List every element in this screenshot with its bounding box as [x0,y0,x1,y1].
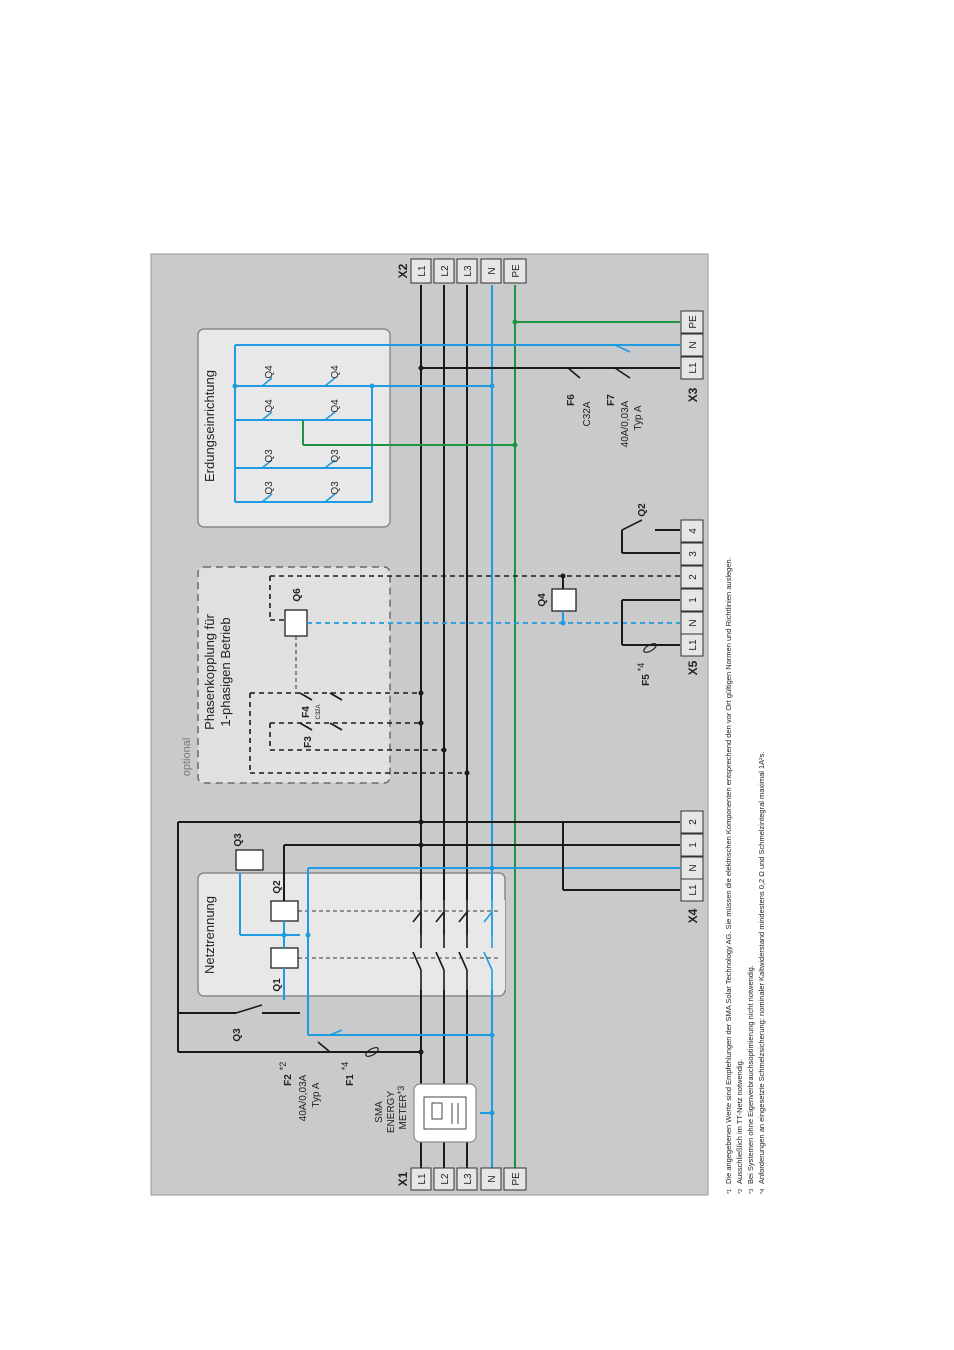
erdung-q4-b: Q4 [330,365,341,379]
x2-pin-3: L3 [463,265,474,277]
x5-pin-4: 2 [688,574,699,580]
x4-label: X4 [686,908,700,923]
f2-note: *2 [278,1062,288,1071]
x1-pin-2: L2 [440,1173,451,1185]
f7-label: F7 [606,394,617,406]
f6-rating: C32A [582,401,593,426]
optional-label: optional [181,738,193,777]
terminal-x2 [410,258,527,284]
footnote-2: Ausschließlich im TT-Netz notwendig. [735,1059,744,1184]
f2-type: Typ A [311,1082,322,1107]
x1-label: X1 [396,1171,410,1186]
meter-energy: ENERGY [386,1091,397,1134]
footnote-2-mark: *2 [738,1189,744,1194]
meter-meter: METER [398,1095,409,1130]
x2-pin-5: PE [511,264,522,278]
terminal-x5 [680,519,704,657]
x3-pin-3: PE [688,315,699,329]
erdung-contacts [234,345,515,503]
x2-pin-4: N [487,267,498,274]
x3-pin-1: L1 [688,362,699,374]
q3-coil [235,849,264,871]
erdung-q3-a: Q3 [264,449,275,463]
f4-label: F4 [301,706,312,718]
erdung-q3-c: Q3 [264,481,275,495]
x1-pin-5: PE [511,1172,522,1186]
q4-coil [551,588,577,612]
meter-note: *3 [396,1086,406,1095]
q2-contact-label: Q2 [637,503,648,517]
q2-label: Q2 [272,880,283,894]
terminal-x3 [680,310,704,380]
x5-pin-1: L1 [688,639,699,651]
x1-pin-4: N [487,1175,498,1182]
x2-pin-1: L1 [417,265,428,277]
terminal-x4 [680,810,704,902]
q6-label: Q6 [292,588,303,602]
q3-label: Q3 [233,833,244,847]
phasenkopplung-box [197,566,391,784]
phasenkopplung-title-2: 1-phasigen Betrieb [218,617,233,726]
fuse-f5 [643,643,657,653]
footnote-1-mark: *1 [727,1189,733,1194]
f3-label: F3 [303,736,314,748]
footnote-4: Anforderungen an eingesetzte Schmelzsich… [757,752,766,1185]
erdung-q3-b: Q3 [330,449,341,463]
f4-rating: C32A [316,704,322,719]
f7-type: Typ A [633,405,644,430]
erdung-q4-a: Q4 [264,365,275,379]
x5-pin-2: N [688,619,699,626]
erdungseinrichtung-box [197,328,391,528]
f1-note: *4 [340,1062,350,1071]
x5-pin-3: 1 [688,597,699,603]
netztrennung-title: Netztrennung [202,896,217,974]
erdung-q4-d: Q4 [330,399,341,413]
footnote-4-mark: *4 [760,1189,766,1194]
x5-label: X5 [686,660,700,675]
x3-label: X3 [686,387,700,402]
q1-coil [270,947,299,969]
x2-label: X2 [396,263,410,278]
footnote-1: Die angegebenen Werte sind Empfehlungen … [724,557,733,1184]
f6-label: F6 [566,394,577,406]
x1-pin-3: L3 [463,1173,474,1185]
x2-pin-2: L2 [440,265,451,277]
x4-pin-1: L1 [688,884,699,896]
f5-note: *4 [636,663,646,672]
f1-label: F1 [345,1074,356,1086]
x1-pin-1: L1 [417,1173,428,1185]
q3-contact-label: Q3 [232,1028,243,1042]
meter-sma: SMA [374,1101,385,1123]
footnote-3: Bei Systemen ohne Eigenverbrauchsoptimie… [746,965,755,1184]
phasenkopplung-title-1: Phasenkopplung für [202,614,217,730]
x3-pin-2: N [688,341,699,348]
f5-label: F5 [641,674,652,686]
f2-label: F2 [283,1074,294,1086]
x4-pin-2: N [688,864,699,871]
x4-pin-3: 1 [688,842,699,848]
f7-rating: 40A/0,03A [620,400,631,447]
fuse-f1 [365,1047,379,1057]
erdung-q4-c: Q4 [264,399,275,413]
x5-pin-5: 3 [688,551,699,557]
terminal-x1 [410,1167,527,1191]
energy-meter [413,1083,477,1143]
erdung-title: Erdungseinrichtung [202,370,217,482]
q2-coil [270,900,299,922]
x5-pin-6: 4 [688,528,699,534]
erdung-q3-d: Q3 [330,481,341,495]
x4-pin-4: 2 [688,819,699,825]
f2-rating: 40A/0,03A [298,1074,309,1121]
footnote-3-mark: *3 [749,1189,755,1194]
netztrennung-contacts [298,900,505,990]
q4-coil-label: Q4 [537,593,548,607]
q1-label: Q1 [272,978,283,992]
q6-coil [284,609,308,637]
